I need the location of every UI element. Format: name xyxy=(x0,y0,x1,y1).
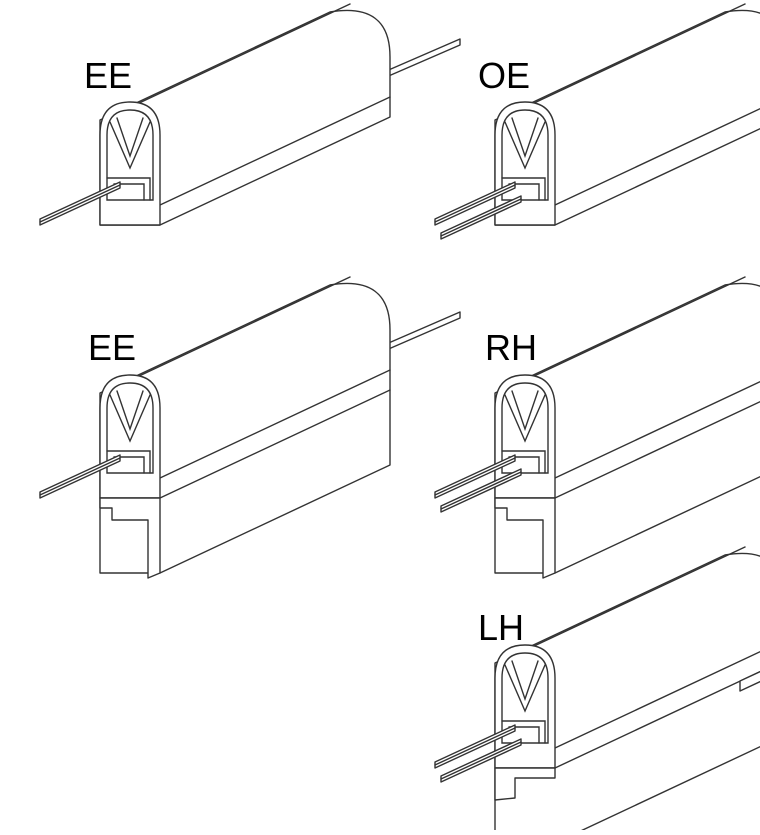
profile-label-2: OE xyxy=(478,55,531,96)
lead-channel-inner xyxy=(508,456,540,474)
lead-channel xyxy=(501,720,546,744)
crest-line xyxy=(119,276,351,386)
left-hook-base xyxy=(494,767,556,801)
bulb-seam-line xyxy=(159,96,391,206)
profile-label-4: RH xyxy=(485,327,537,368)
crest-line xyxy=(514,546,746,656)
lead-channel-inner xyxy=(508,183,540,201)
lead-wire-core xyxy=(434,727,516,766)
profile-figure-5 xyxy=(434,546,760,835)
inner-cavity xyxy=(501,382,549,474)
base-seam-line xyxy=(554,400,760,499)
extrusion-front-face xyxy=(99,374,161,499)
lead-wire-core xyxy=(440,471,522,510)
profile-label-5: LH xyxy=(478,607,525,648)
v-web xyxy=(504,664,546,713)
crest-line xyxy=(514,276,746,386)
crest-line xyxy=(514,3,746,113)
v-web-inner xyxy=(511,117,539,159)
bulb-seam-line xyxy=(554,650,760,749)
v-web-inner xyxy=(116,390,144,432)
inner-cavity xyxy=(501,652,549,744)
lead-wire-core xyxy=(434,457,516,496)
bulb-seam-line xyxy=(159,369,391,479)
profile-figure-1 xyxy=(39,3,461,226)
lead-wire-core xyxy=(39,457,121,496)
profile-label-1: EE xyxy=(84,55,133,96)
profile-figure-2 xyxy=(434,3,760,240)
base-seam-line xyxy=(159,389,391,499)
lead-channel-inner xyxy=(113,456,145,474)
v-web xyxy=(504,394,546,443)
lead-channel-inner xyxy=(508,726,540,744)
lead-wire-core xyxy=(440,741,522,780)
v-web-inner xyxy=(511,390,539,432)
extrusion-body-side xyxy=(99,9,391,226)
inner-cavity xyxy=(501,109,549,201)
lead-wire-back xyxy=(383,38,461,79)
lead-channel xyxy=(501,177,546,201)
v-web xyxy=(109,394,151,443)
extrusion-body-side xyxy=(99,282,391,574)
lead-wire-core xyxy=(39,184,121,223)
v-web xyxy=(109,121,151,170)
lead-channel xyxy=(501,450,546,474)
lead-channel xyxy=(106,177,151,201)
extrusion-body-side xyxy=(494,9,760,226)
profile-figure-4 xyxy=(434,276,760,579)
lead-wire-back xyxy=(383,311,461,352)
lead-wire-core xyxy=(434,184,516,223)
crest-line xyxy=(119,3,351,113)
lead-wire-core xyxy=(440,198,522,237)
inner-cavity xyxy=(106,109,154,201)
right-hook-base xyxy=(99,497,161,579)
v-web xyxy=(504,121,546,170)
extrusion-front-face xyxy=(99,101,161,226)
bulb-seam-line xyxy=(554,380,760,479)
profile-label-3: EE xyxy=(88,327,137,368)
left-hook-rail xyxy=(739,670,760,692)
bulb-seam-line xyxy=(554,107,760,206)
v-web-inner xyxy=(511,660,539,702)
profile-figure-3 xyxy=(39,276,461,579)
lead-channel-inner xyxy=(113,183,145,201)
extrusion-body-side xyxy=(494,282,760,574)
v-web-inner xyxy=(116,117,144,159)
inner-cavity xyxy=(106,382,154,474)
lead-channel xyxy=(106,450,151,474)
right-hook-base xyxy=(494,497,556,579)
